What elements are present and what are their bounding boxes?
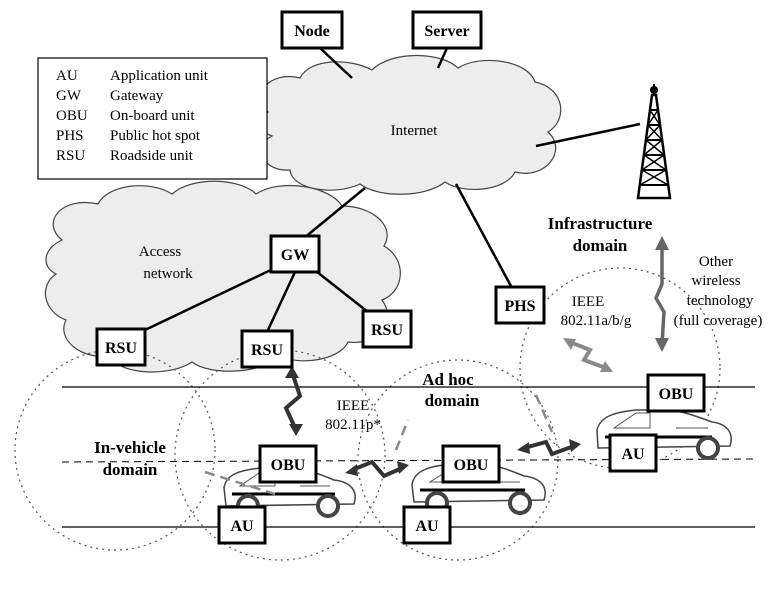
legend-abbr-gw: GW [56, 88, 82, 104]
other-wireless-line2: wireless [691, 273, 740, 289]
infrastructure-domain-line2: domain [573, 236, 628, 255]
wired-links [144, 47, 641, 332]
ieee-80211p-line1: IEEE [337, 398, 369, 414]
link-internet-gw [303, 187, 366, 239]
gw-box[interactable]: GW [269, 234, 321, 274]
adhoc-domain-line2: domain [425, 391, 480, 410]
invehicle-domain-line2: domain [103, 460, 158, 479]
wireless-obu-obu-left [345, 459, 409, 479]
node-label: Node [294, 23, 330, 40]
link-gw-rsu-center [266, 271, 297, 331]
obu-right-label: OBU [659, 386, 694, 403]
au-box-right[interactable]: AU [608, 433, 658, 473]
link-internet-phs [454, 183, 514, 289]
obu-box-left[interactable]: OBU [258, 444, 318, 484]
legend-abbr-rsu: RSU [56, 148, 85, 164]
obu-box-center[interactable]: OBU [441, 444, 501, 484]
in-vehicle-link-center [394, 419, 410, 451]
legend-desc-au: Application unit [110, 68, 209, 84]
internet-label: Internet [391, 123, 438, 139]
access-network-label-line2: network [143, 266, 193, 282]
in-vehicle-link-right [534, 394, 554, 433]
link-gw-rsu-left [144, 266, 276, 332]
domain-labels: Infrastructure domain Ad hoc domain In-v… [94, 214, 653, 479]
legend-desc-gw: Gateway [110, 88, 164, 104]
infrastructure-domain-line1: Infrastructure [548, 214, 653, 233]
phs-label: PHS [504, 298, 535, 315]
ieee-80211abg-line2: 802.11a/b/g [561, 313, 632, 329]
rsu-right-label: RSU [371, 322, 403, 339]
radio-tower-icon [636, 84, 672, 200]
obu-center-label: OBU [454, 457, 489, 474]
au-right-label: AU [621, 446, 645, 463]
rsu-box-left[interactable]: RSU [95, 327, 147, 367]
link-gw-rsu-right [311, 267, 369, 313]
coverage-rsu-left [14, 349, 216, 551]
legend-desc-rsu: Roadside unit [110, 148, 194, 164]
legend-abbr-phs: PHS [56, 128, 84, 144]
phs-box[interactable]: PHS [494, 285, 546, 325]
server-box[interactable]: Server [411, 10, 483, 50]
other-wireless-line1: Other [699, 254, 733, 270]
legend-desc-phs: Public hot spot [110, 128, 201, 144]
coverage-rsu-center [174, 349, 386, 561]
legend-abbr-obu: OBU [56, 108, 88, 124]
wireless-obu-obu-right [517, 439, 581, 457]
rsu-left-label: RSU [105, 340, 137, 357]
legend-box [37, 57, 268, 180]
gw-label: GW [281, 247, 309, 264]
other-wireless-line3: technology [687, 293, 754, 309]
node-box[interactable]: Node [280, 10, 344, 50]
in-vehicle-link-left [204, 470, 276, 496]
invehicle-domain-line1: In-vehicle [94, 438, 166, 457]
rsu-box-right[interactable]: RSU [361, 309, 413, 349]
ieee-80211p-line2: 802.11p* [325, 417, 381, 433]
wireless-links [283, 236, 669, 479]
link-internet-tower [535, 122, 641, 148]
internet-cloud: Internet [258, 55, 562, 195]
in-vehicle-links [204, 394, 554, 496]
link-node-internet [319, 47, 353, 79]
au-center-label: AU [415, 518, 439, 535]
wireless-phs-obu [563, 338, 613, 372]
au-box-left[interactable]: AU [217, 505, 267, 545]
other-wireless-line4: (full coverage) [674, 313, 763, 329]
ieee-80211abg-line1: IEEE [572, 294, 604, 310]
link-server-internet [436, 47, 449, 69]
rsu-center-label: RSU [251, 342, 283, 359]
server-label: Server [424, 23, 469, 40]
obu-left-label: OBU [271, 457, 306, 474]
au-box-center[interactable]: AU [402, 505, 452, 545]
adhoc-domain-line1: Ad hoc [422, 370, 474, 389]
technology-annotations: IEEE 802.11p* IEEE 802.11a/b/g Other wir… [325, 254, 762, 433]
rsu-box-center[interactable]: RSU [240, 329, 294, 369]
au-left-label: AU [230, 518, 254, 535]
wireless-rsu-obu [283, 366, 303, 436]
legend-desc-obu: On-board unit [110, 108, 195, 124]
access-network-label-line1: Access [139, 244, 182, 260]
wireless-tower-obu [654, 236, 669, 352]
legend-abbr-au: AU [56, 68, 78, 84]
obu-box-right[interactable]: OBU [646, 373, 706, 413]
